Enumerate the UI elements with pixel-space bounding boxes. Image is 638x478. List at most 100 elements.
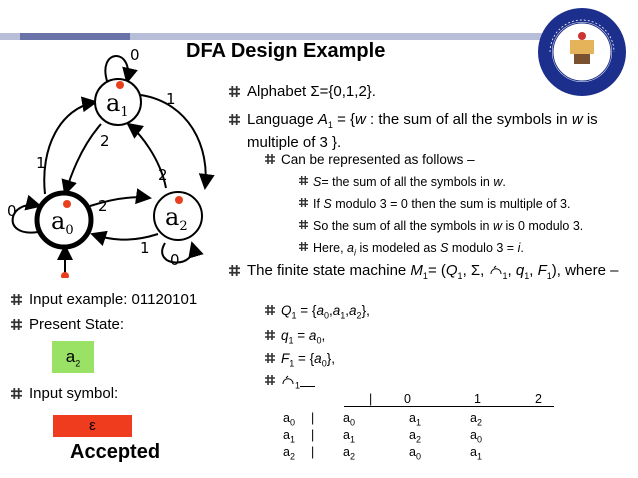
edge-a0-loop (11, 194, 42, 234)
table-row0-c2: a2 (470, 411, 482, 428)
delta-glyph-icon (490, 265, 502, 275)
bullet-input-symbol: Input symbol: (11, 385, 119, 403)
input-symbol-box: ε (53, 415, 132, 437)
table-row2-c0: a2 (343, 445, 355, 462)
label-a0-loop: 0 (7, 202, 17, 220)
bullet-icon (265, 154, 275, 164)
delta-text: 1 (281, 373, 315, 391)
bullet-language: Language A1 = {w : the sum of all the sy… (229, 111, 627, 152)
present-state-value: a2 (65, 347, 81, 369)
present-state-label: Present State: (29, 316, 125, 333)
bullet-icon (299, 198, 308, 207)
label-a0-to-a1: 1 (36, 154, 46, 172)
bullet-so-sum: So the sum of all the symbols in w is 0 … (299, 217, 584, 235)
bullet-delta: 1 (265, 372, 315, 395)
state-dot-a1 (116, 81, 124, 89)
bullet-icon (265, 305, 275, 315)
table-row0-sep: | (311, 411, 315, 425)
header-bar-accent (20, 33, 130, 40)
bullet-icon (229, 114, 240, 125)
language-text: Language A1 = {w : the sum of all the sy… (247, 111, 598, 151)
bullet-q1-start: q1 = a0, (265, 327, 326, 350)
input-symbol-label: Input symbol: (29, 385, 119, 402)
q1-text: Q1 = {a0,a1,a2}, (281, 303, 370, 321)
table-row0-c0: a0 (343, 411, 355, 428)
bullet-icon (299, 242, 308, 251)
label-a2-to-a1: 2 (158, 166, 168, 184)
table-row1-state: a1 (283, 428, 295, 445)
table-row1-c2: a0 (470, 428, 482, 445)
slide-title: DFA Design Example (186, 40, 386, 62)
bullet-icon (229, 265, 240, 276)
f1-text: F1 = {a0}, (281, 351, 335, 369)
edge-a1-to-a2 (140, 94, 215, 190)
table-row2-sep: | (311, 445, 315, 459)
bullet-icon (299, 220, 308, 229)
state-a2 (153, 191, 203, 241)
here-text: Here, ai is modeled as S modulo 3 = i. (313, 241, 524, 258)
bullet-icon (11, 294, 22, 305)
bullet-icon (265, 375, 275, 385)
label-a1-loop: 0 (130, 46, 140, 64)
bullet-icon (299, 176, 308, 185)
label-a0-to-a2: 2 (98, 197, 108, 215)
edge-a0-to-a2 (89, 188, 152, 207)
table-header-sep: | (369, 392, 373, 406)
bullet-fsm: The finite state machine M1= (Q1, Σ, 1, … (229, 262, 627, 285)
state-a0 (34, 190, 94, 250)
table-row1-c0: a1 (343, 428, 355, 445)
label-a1-to-a2: 1 (166, 90, 176, 108)
bullet-q1: Q1 = {a0,a1,a2}, (265, 302, 370, 325)
state-dot-a2 (175, 196, 183, 204)
table-row0-state: a0 (283, 411, 295, 428)
label-a2-loop: 0 (170, 251, 180, 269)
table-header-rule (344, 406, 554, 407)
table-row1-c1: a2 (409, 428, 421, 445)
bullet-icon (265, 353, 275, 363)
bullet-here: Here, ai is modeled as S modulo 3 = i. (299, 239, 524, 262)
bullet-icon (229, 86, 240, 97)
alphabet-text: Alphabet Σ={0,1,2}. (247, 83, 376, 100)
table-header-1: 1 (474, 392, 481, 406)
bullet-represented: Can be represented as follows – (265, 151, 475, 169)
header-bar (0, 33, 560, 40)
bullet-s-modulo: If S modulo 3 = 0 then the sum is multip… (299, 195, 571, 213)
edge-a1-loop (104, 55, 138, 85)
table-row2-c1: a0 (409, 445, 421, 462)
bullet-icon (11, 388, 22, 399)
table-row2-c2: a1 (470, 445, 482, 462)
edge-a2-to-a1 (126, 122, 167, 189)
university-logo (538, 8, 626, 96)
label-a1-to-a0: 2 (100, 132, 110, 150)
table-row2-state: a2 (283, 445, 295, 462)
q1-start-text: q1 = a0, (281, 328, 326, 346)
state-dot-a0 (63, 200, 71, 208)
s-modulo-text: If S modulo 3 = 0 then the sum is multip… (313, 197, 571, 211)
bullet-icon (265, 330, 275, 340)
s-sum-text: S= the sum of all the symbols in w. (313, 175, 506, 189)
input-symbol-value: ε (89, 417, 96, 434)
delta-glyph-icon (282, 375, 294, 385)
table-header-2: 2 (535, 392, 542, 406)
represented-text: Can be represented as follows – (281, 152, 475, 167)
state-a1 (94, 78, 142, 126)
bullet-input-example: Input example: 01120101 (11, 291, 198, 309)
edge-a2-loop (161, 241, 204, 264)
bullet-s-sum: S= the sum of all the symbols in w. (299, 173, 506, 191)
fsm-text: The finite state machine M1= (Q1, Σ, 1, … (247, 262, 619, 281)
bullet-icon (11, 319, 22, 330)
table-row1-sep: | (311, 428, 315, 442)
table-row0-c1: a1 (409, 411, 421, 428)
label-a2-to-a0: 1 (140, 239, 150, 257)
edge-a2-to-a0 (90, 230, 159, 247)
input-example-text: Input example: 01120101 (29, 291, 198, 308)
table-header-0: 0 (404, 392, 411, 406)
start-dot (61, 272, 69, 278)
bullet-f1: F1 = {a0}, (265, 350, 335, 373)
edge-a0-to-a1 (43, 96, 98, 195)
edge-a1-to-a0 (61, 123, 102, 196)
bullet-alphabet: Alphabet Σ={0,1,2}. (229, 83, 376, 101)
so-sum-text: So the sum of all the symbols in w is 0 … (313, 219, 584, 233)
state-diagram: a1 a0 a2 0 1 2 1 0 2 2 1 0 (7, 46, 215, 278)
bullet-present-state: Present State: (11, 316, 125, 334)
